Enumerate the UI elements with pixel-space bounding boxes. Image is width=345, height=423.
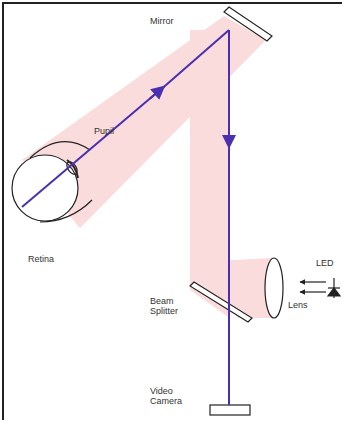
part-label: Video Camera (150, 386, 194, 406)
part-label: Retina (28, 254, 78, 264)
led-symbol (300, 278, 340, 298)
beam-splitter (190, 282, 252, 322)
light-ray (22, 30, 229, 405)
part-label: Beam Splitter (150, 296, 190, 316)
part-label: LED (316, 258, 342, 268)
mirror (224, 7, 272, 41)
video-camera (210, 405, 250, 415)
part-label: Pupil (94, 126, 144, 136)
frame (3, 3, 342, 420)
part-label: Mirror (150, 16, 210, 26)
lens (265, 258, 283, 318)
part-label: Lens (288, 300, 322, 310)
